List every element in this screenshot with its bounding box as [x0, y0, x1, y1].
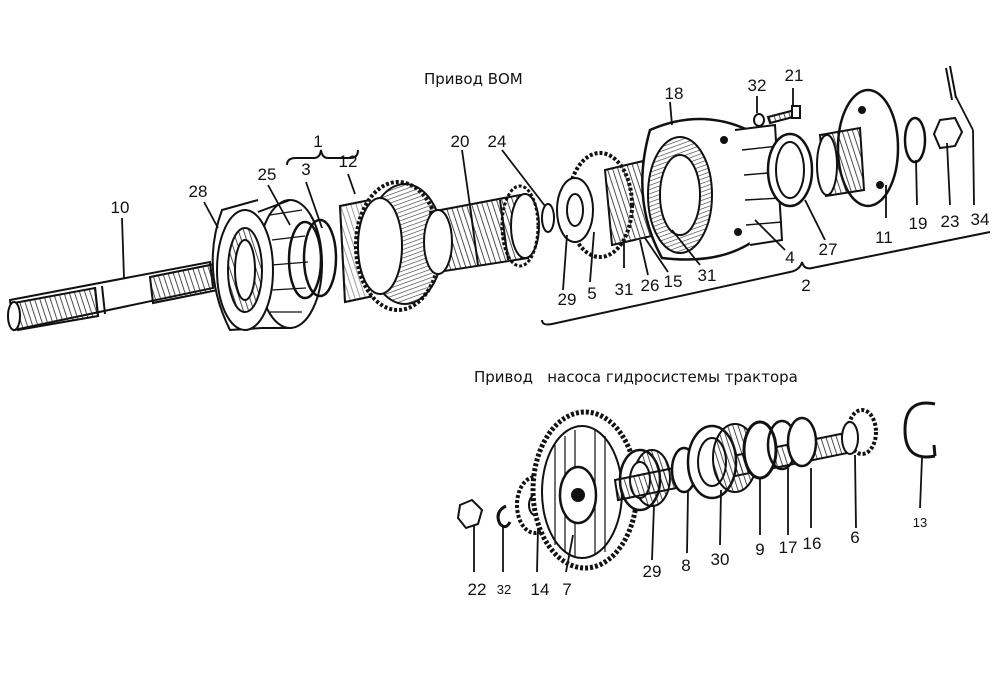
part-label-5: 5: [587, 284, 597, 303]
part-label-9: 9: [755, 540, 765, 559]
part-label-14: 14: [530, 580, 550, 599]
sleeve-20: [423, 184, 540, 275]
part-label-15: 15: [663, 272, 683, 291]
part-label-34: 34: [970, 210, 990, 229]
brace-2: [541, 231, 991, 326]
brace-1: [286, 149, 359, 166]
ring-24: [541, 203, 555, 233]
part-label-31-left: 31: [614, 280, 634, 299]
flange-11: [816, 88, 900, 208]
part-label-29-bottom: 29: [642, 562, 662, 581]
part-label-29-top: 29: [557, 290, 577, 309]
part-label-20: 20: [450, 132, 470, 151]
gear-7: [530, 409, 640, 571]
leader-lines-bottom: [473, 454, 923, 573]
part-label-30: 30: [710, 550, 730, 569]
castle-nut-23: [932, 116, 964, 150]
section-title-pump-drive: Привод насоса гидросистемы трактора: [474, 368, 798, 386]
part-label-7: 7: [562, 580, 572, 599]
part-label-22: 22: [467, 580, 487, 599]
part-label-3: 3: [301, 160, 311, 179]
part-label-16: 16: [802, 534, 822, 553]
part-label-26: 26: [640, 276, 660, 295]
part-label-10: 10: [110, 198, 130, 217]
gear-6: [841, 408, 878, 456]
cotter-pin-34: [945, 65, 957, 101]
part-label-28: 28: [188, 182, 208, 201]
nut-32: [753, 113, 765, 127]
part-label-17: 17: [778, 538, 798, 557]
part-label-23: 23: [940, 212, 960, 231]
leader-lines-top: [121, 88, 975, 291]
bearing-28: [211, 199, 323, 332]
nut-22: [456, 498, 484, 530]
part-label-24: 24: [487, 132, 507, 151]
part-label-31-right: 31: [697, 266, 717, 285]
part-label-4: 4: [785, 248, 795, 267]
part-label-25: 25: [257, 165, 277, 184]
part-label-32-top: 32: [747, 76, 767, 95]
part-label-6: 6: [850, 528, 860, 547]
washer-19: [903, 116, 927, 164]
part-label-32-bottom: 32: [496, 582, 512, 597]
part-label-8: 8: [681, 556, 691, 575]
part-label-11: 11: [875, 228, 893, 247]
gear-12: [338, 180, 444, 312]
pto-shaft: [7, 260, 220, 332]
part-label-27: 27: [818, 240, 838, 259]
bolt-21: [766, 105, 801, 125]
circlip-13: [903, 401, 937, 459]
part-label-19: 19: [908, 214, 928, 233]
part-label-1: 1: [313, 132, 323, 151]
part-label-18: 18: [664, 84, 684, 103]
part-label-12: 12: [338, 152, 358, 171]
part-label-2: 2: [801, 276, 811, 295]
section-title-pto-drive: Привод ВОМ: [424, 70, 523, 88]
housing-18: [641, 117, 784, 261]
seal-27: [766, 132, 814, 208]
part-label-13: 13: [912, 515, 928, 530]
part-label-21: 21: [784, 66, 804, 85]
washer-16: [786, 416, 818, 468]
washer-32: [496, 504, 512, 529]
